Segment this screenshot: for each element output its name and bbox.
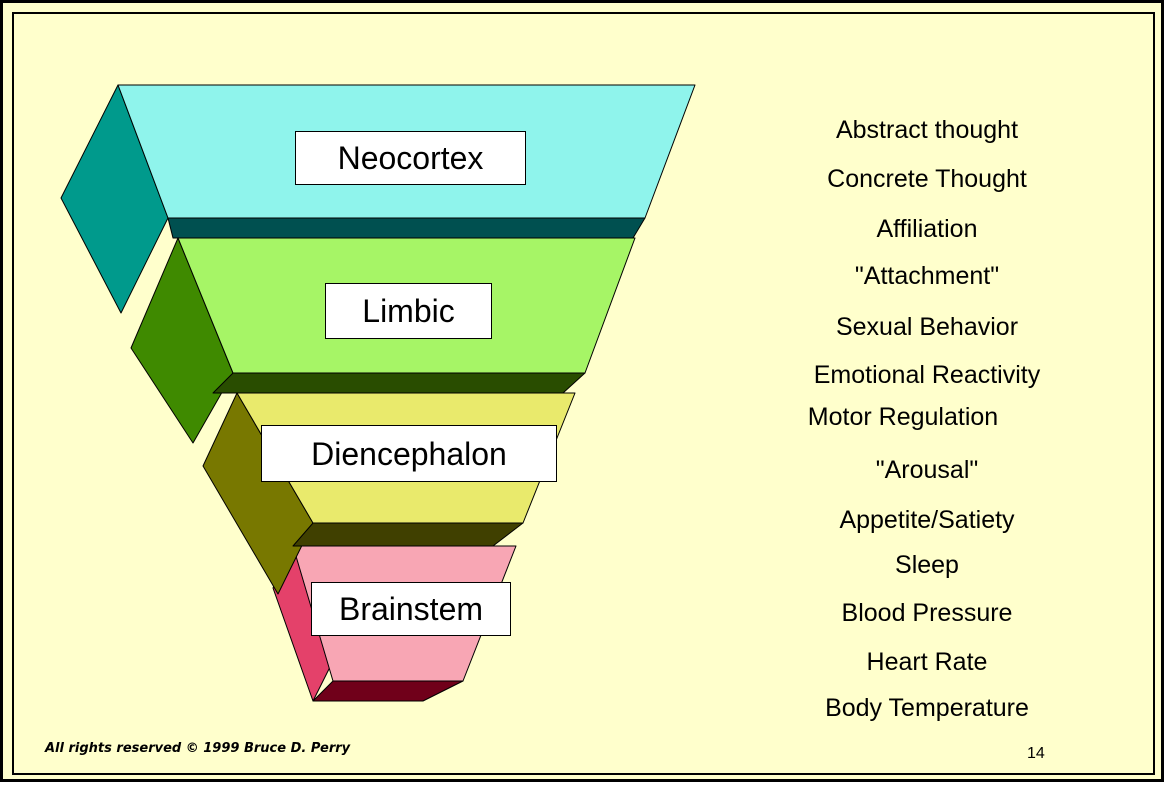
function-item-emotional-reactivity: Emotional Reactivity [813,361,1041,389]
limbic-bottom [212,372,586,394]
function-item-arousal: "Arousal" [875,456,979,484]
function-item-motor-regulation: Motor Regulation [807,403,999,431]
copyright-notice: All rights reserved © 1999 Bruce D. Perr… [45,741,351,756]
function-item-concrete-thought: Concrete Thought [827,165,1027,193]
layer-label-brainstem: Brainstem [311,582,511,636]
function-item-blood-pressure: Blood Pressure [841,599,1013,627]
neocortex-bottom [167,217,646,239]
layer-label-neocortex: Neocortex [295,131,526,185]
function-item-attachment: "Attachment" [854,262,1000,290]
layer-label-limbic: Limbic [325,283,492,339]
function-item-sexual-behavior: Sexual Behavior [835,313,1019,341]
page-number: 14 [1027,745,1045,762]
function-item-body-temperature: Body Temperature [825,694,1029,722]
function-item-abstract-thought: Abstract thought [835,116,1019,144]
function-item-appetite-satiety: Appetite/Satiety [839,506,1015,534]
function-item-heart-rate: Heart Rate [866,648,988,676]
function-item-sleep: Sleep [895,551,959,579]
diencephalon-bottom [292,522,524,547]
brainstem-bottom [312,680,464,702]
function-item-affiliation: Affiliation [876,215,978,243]
layer-label-diencephalon: Diencephalon [261,425,557,482]
